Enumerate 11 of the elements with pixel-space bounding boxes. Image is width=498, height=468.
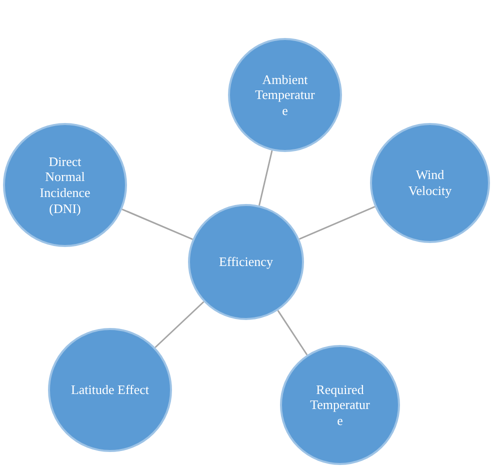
connector-line [277, 310, 308, 356]
connector-line [258, 150, 273, 206]
connector-line [122, 208, 193, 240]
node-label: Required Temperature [309, 382, 371, 428]
connector-line [154, 301, 204, 348]
node-label: Efficiency [219, 254, 273, 270]
connector-line [299, 206, 376, 240]
node-label: Ambient Temperature [254, 72, 316, 118]
node-label: Direct Normal Incidence (DNI) [38, 154, 92, 216]
node-label: Latitude Effect [70, 382, 150, 398]
node-label: Wind Velocity [407, 167, 453, 199]
